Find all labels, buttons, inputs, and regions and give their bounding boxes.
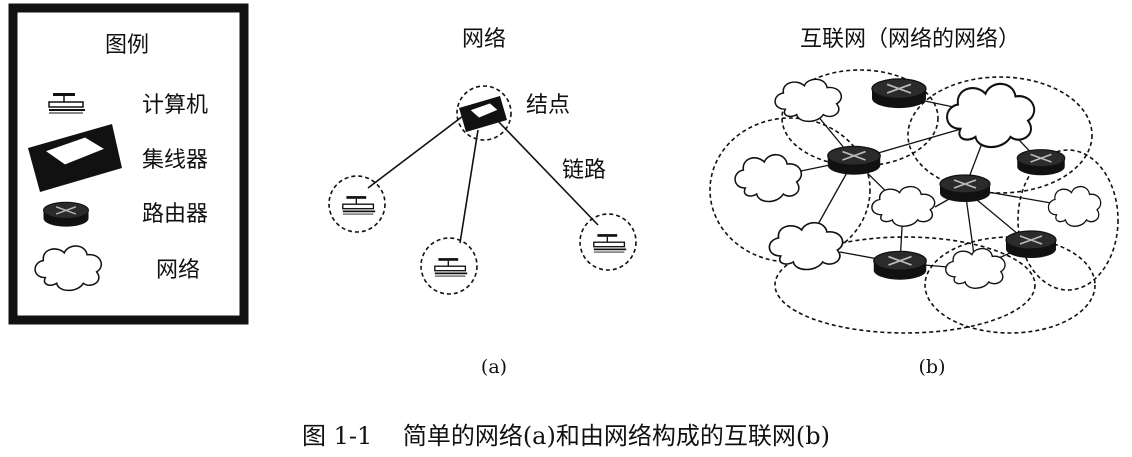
panel-a-title: 网络 [462, 27, 506, 52]
legend-label-network: 网络 [156, 258, 200, 283]
link-label: 链路 [562, 158, 606, 183]
legend-box: 图例 计算机 集线器 路由器 网络 [8, 3, 249, 325]
network-cloud [734, 153, 803, 203]
panel-a-caption: (a) [481, 356, 507, 378]
node-label: 结点 [526, 93, 570, 118]
computer-node [341, 195, 377, 216]
router-node [871, 78, 927, 109]
legend-title: 图例 [105, 33, 149, 58]
panel-a: 网络 结点 链路 (a) [328, 27, 637, 378]
network-cloud [945, 247, 1006, 289]
router-node [1016, 148, 1066, 177]
hub-icon [28, 124, 122, 192]
panel-b-caption: (b) [919, 356, 946, 378]
network-cloud [871, 185, 936, 227]
router-node [1005, 230, 1057, 259]
network-cloud [774, 78, 843, 123]
computer-node [592, 233, 628, 254]
panel-b: 互联网（网络的网络） [709, 27, 1119, 378]
network-cloud [1047, 185, 1102, 227]
panel-a-links [367, 115, 599, 244]
router-node [939, 174, 991, 203]
router-node [826, 145, 882, 176]
legend-label-computer: 计算机 [142, 93, 208, 118]
network-cloud [945, 82, 1036, 149]
router-node [872, 250, 928, 281]
panel-b-title: 互联网（网络的网络） [800, 27, 1020, 52]
figure-caption: 图 1-1 简单的网络(a)和由网络构成的互联网(b) [302, 422, 830, 450]
router-icon [42, 201, 90, 228]
legend-label-router: 路由器 [142, 202, 208, 227]
panel-a-node-circles [328, 85, 637, 295]
network-cloud [768, 221, 844, 271]
computer-node [433, 257, 469, 278]
hub-node [459, 96, 507, 132]
legend-label-hub: 集线器 [142, 148, 208, 173]
